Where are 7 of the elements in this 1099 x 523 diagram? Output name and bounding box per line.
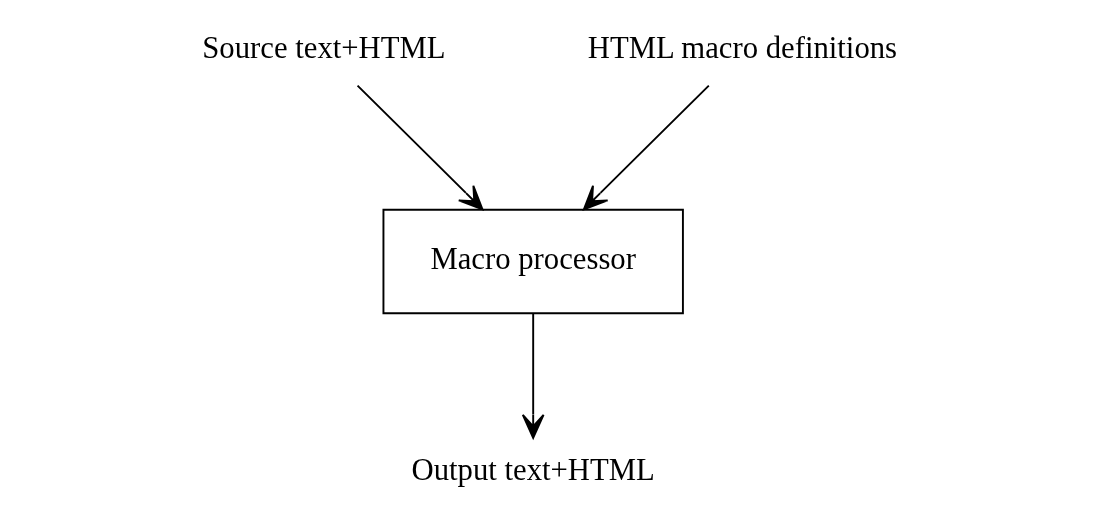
node-text: Output text+HTML (411, 452, 655, 487)
arrow (356, 84, 484, 211)
arrow (582, 84, 710, 211)
node-box: Macro processor (382, 208, 684, 315)
node-text: Source text+HTML (202, 30, 446, 65)
arrow (521, 312, 545, 439)
node-text: HTML macro definitions (587, 30, 898, 65)
